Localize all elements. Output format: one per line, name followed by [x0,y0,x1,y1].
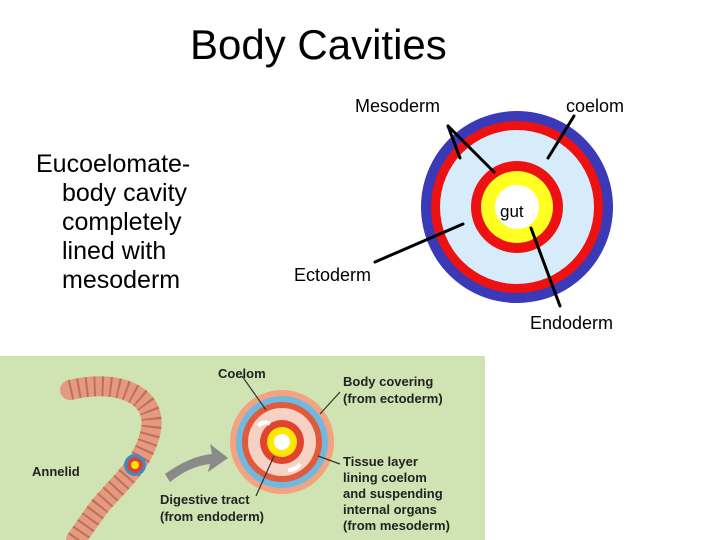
bullet-line-1: Eucoelomate- [36,150,191,178]
page-title: Body Cavities [190,21,447,68]
arrow-icon [165,444,228,482]
bullet-line-3: completely [62,208,182,236]
digestive-pointer-line [255,455,275,497]
body-covering-caption-2: (from ectoderm) [343,391,443,406]
worm-cross-section-gut [131,461,139,469]
digestive-caption-2: (from endoderm) [160,509,264,524]
tissue-pointer-line [317,455,341,465]
cross-section-diagram [373,111,613,308]
endoderm-pointer [529,226,562,308]
digestive-lumen [274,434,290,450]
coelom-fold [287,462,302,472]
digestive-caption-1: Digestive tract [160,492,250,507]
tissue-caption-4: internal organs [343,502,437,517]
coelom-pointer [546,114,576,160]
coelom-label: coelom [566,96,625,116]
ectoderm-label: Ectoderm [294,265,372,285]
tissue-caption-2: lining coelom [343,470,427,485]
tissue-caption-1: Tissue layer [343,454,418,469]
bullet-line-2: body cavity [62,179,188,207]
mesoderm-pointer-inner [446,124,496,174]
coelom-pointer-line [241,375,267,411]
bullet-text: Eucoelomate- body cavity completely line… [36,150,266,295]
body-covering-pointer-line [319,391,341,415]
annelid-illustration: Coelom Body covering (from ectoderm) Tis… [0,356,485,540]
ectoderm-pointer [373,222,465,264]
gut-lumen [495,185,539,229]
tissue-caption-3: and suspending [343,486,443,501]
bullet-line-4: lined with [62,237,167,265]
mesoderm-label: Mesoderm [355,96,441,116]
tissue-caption-5: (from mesoderm) [343,518,450,533]
annelid-caption: Annelid [32,464,80,479]
coelom-fold [256,420,272,428]
gut-label: gut [500,202,524,221]
bullet-line-5: mesoderm [62,266,181,294]
endoderm-label: Endoderm [530,313,614,333]
coelom-caption: Coelom [218,366,266,381]
body-covering-caption-1: Body covering [343,374,433,389]
mesoderm-pointer-outer [446,124,462,160]
